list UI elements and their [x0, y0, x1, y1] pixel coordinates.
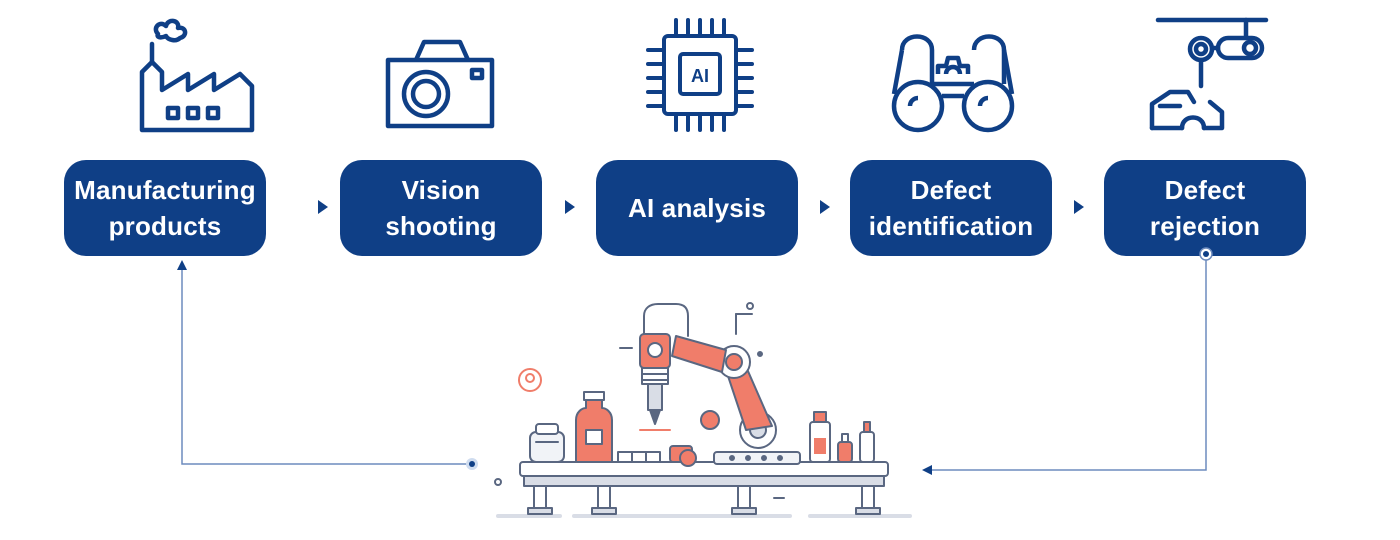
connector-right [930, 254, 1207, 471]
ai-chip-icon: AI [640, 14, 760, 134]
factory-icon [130, 14, 260, 134]
connector-left [181, 268, 472, 465]
step-vision-shooting: Vision shooting [340, 160, 542, 256]
step-ai-analysis: AI analysis [596, 160, 798, 256]
flow-arrow-3 [820, 200, 830, 214]
step-label: Defect rejection [1149, 175, 1261, 241]
step-label: Vision shooting [385, 175, 497, 241]
robotic-assembly-line-illustration [494, 302, 912, 518]
connector-left-arrowhead [177, 260, 187, 270]
step-defect-identification: Defect identification [850, 160, 1052, 256]
flow-arrow-1 [318, 200, 328, 214]
step-label: Defect identification [868, 175, 1034, 241]
flow-arrow-2 [565, 200, 575, 214]
step-manufacturing-products: Manufacturing products [64, 160, 266, 256]
camera-icon [380, 14, 500, 134]
step-label: Manufacturing products [74, 175, 256, 241]
connector-left-dot [469, 461, 475, 467]
step-defect-rejection: Defect rejection [1104, 160, 1306, 256]
flow-arrow-4 [1074, 200, 1084, 214]
binoculars-gear-icon [888, 14, 1018, 134]
robot-arm-car-icon [1146, 12, 1276, 136]
chip-label: AI [691, 66, 709, 86]
connector-right-arrowhead [922, 465, 932, 475]
connector-right-dot [1203, 251, 1209, 257]
step-label: AI analysis [627, 193, 767, 223]
